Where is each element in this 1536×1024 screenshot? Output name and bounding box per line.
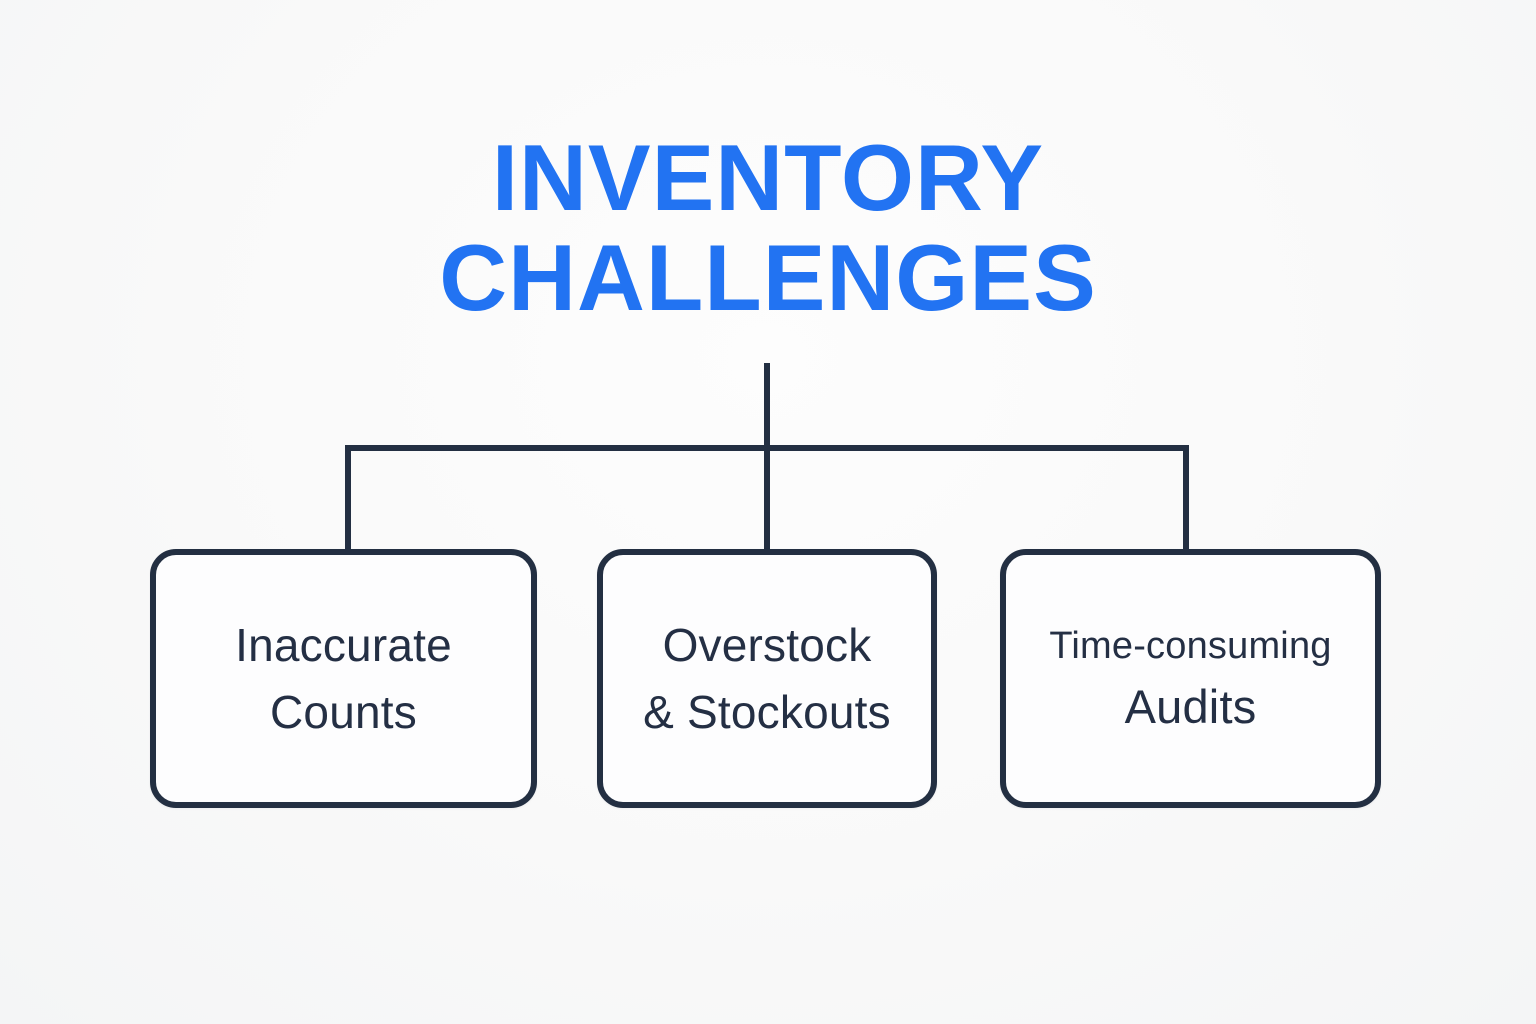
node-label-line: Time-consuming [1049, 624, 1332, 667]
node-inaccurate-counts: Inaccurate Counts [150, 549, 537, 808]
title-line-2: CHALLENGES [439, 225, 1097, 330]
node-label-line: Inaccurate [235, 618, 452, 671]
node-label-line: Audits [1124, 679, 1257, 733]
diagram-title: INVENTORY CHALLENGES [0, 128, 1536, 328]
connector-branch-rail [345, 445, 1189, 552]
node-time-consuming-audits: Time-consuming Audits [1000, 549, 1381, 808]
node-label-line: Counts [270, 685, 417, 738]
title-line-1: INVENTORY [491, 125, 1045, 230]
node-overstock-stockouts: Overstock & Stockouts [597, 549, 937, 808]
node-label-line: Overstock [662, 618, 872, 671]
node-label-line: & Stockouts [643, 685, 891, 738]
